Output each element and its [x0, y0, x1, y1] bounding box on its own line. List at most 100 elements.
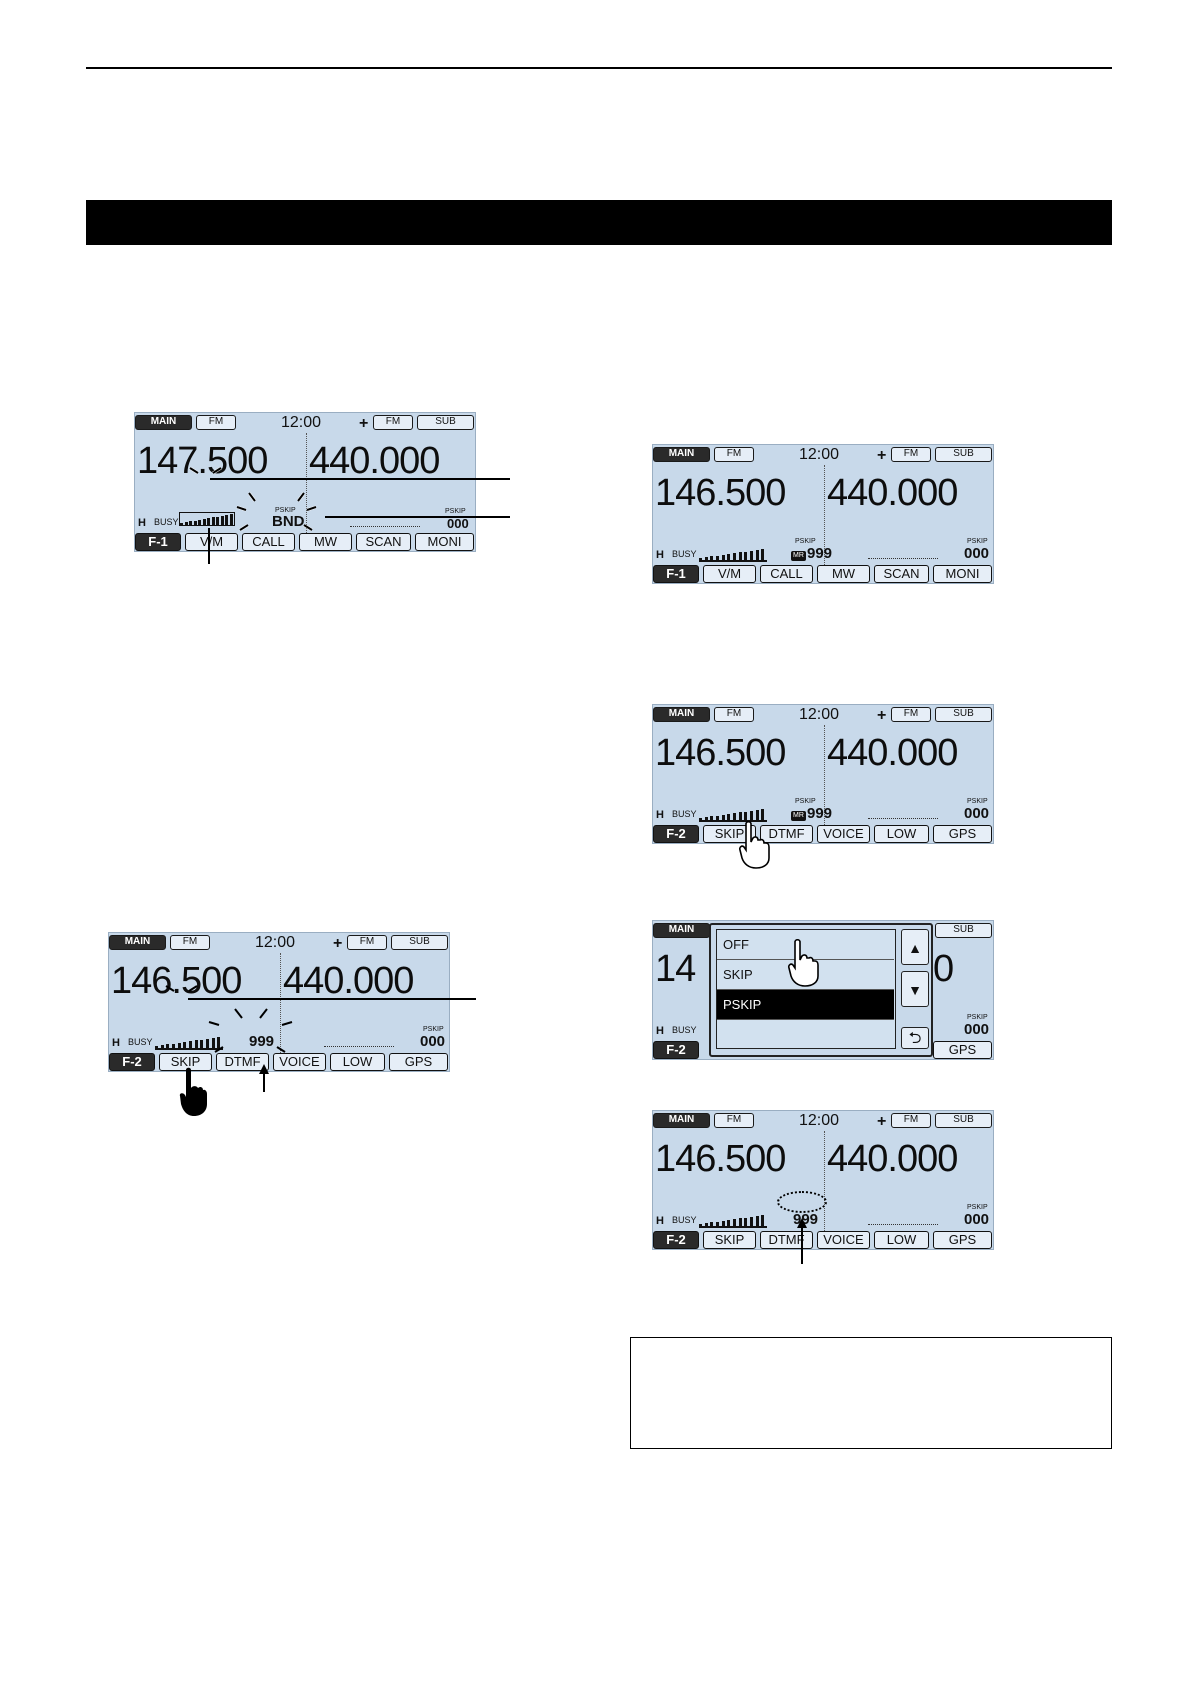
s-meter-segment — [212, 517, 215, 525]
pskip-label-mid: PSKIP — [795, 538, 816, 545]
vm-key[interactable]: V/M — [185, 533, 238, 551]
blink-mark — [306, 506, 317, 511]
menu-list: OFF SKIP PSKIP — [716, 929, 896, 1049]
s-meter-segment — [172, 1044, 175, 1048]
s-meter-segment — [217, 1037, 220, 1048]
bnd-indicator: BND — [272, 513, 305, 530]
sub-channel: 000 — [964, 805, 990, 822]
s-meter-segment — [733, 813, 736, 820]
s-meter-segment — [761, 549, 764, 560]
s-meter-segment — [161, 1045, 164, 1048]
moni-key[interactable]: MONI — [415, 533, 474, 551]
s-meter-segment — [185, 522, 188, 525]
function-f1-badge: F-1 — [653, 565, 699, 583]
gps-key[interactable]: GPS — [933, 1231, 992, 1249]
low-key[interactable]: LOW — [330, 1053, 385, 1071]
sub-badge: SUB — [391, 935, 448, 950]
scroll-down-button[interactable]: ▼ — [901, 971, 929, 1007]
lcd-screen-f2-skip-touch: MAIN FM 12:00 + FM SUB 146.500 440.000 H… — [652, 704, 994, 844]
mode-fm-main: FM — [714, 1113, 754, 1128]
blink-marks-svg — [189, 466, 317, 532]
busy-indicator: BUSY — [672, 1025, 697, 1035]
back-button[interactable]: ⮌ — [901, 1027, 929, 1049]
main-badge: MAIN — [653, 923, 710, 938]
main-frequency: 146.500 — [111, 960, 242, 1002]
mw-key[interactable]: MW — [299, 533, 352, 551]
blink-mark — [165, 985, 175, 992]
menu-item-skip[interactable]: SKIP — [717, 960, 894, 990]
blink-mark — [212, 467, 222, 474]
s-meter-segment — [739, 812, 742, 820]
sub-badge: SUB — [935, 923, 992, 938]
mode-fm-main: FM — [196, 415, 236, 430]
blink-mark — [234, 1008, 243, 1019]
gps-key[interactable]: GPS — [389, 1053, 448, 1071]
s-meter-segment — [194, 521, 197, 525]
band-divider — [824, 725, 825, 825]
skip-key[interactable]: SKIP — [703, 1231, 756, 1249]
callout-line-bnd — [325, 516, 510, 518]
s-meter-segment — [710, 816, 713, 820]
clock: 12:00 — [799, 706, 840, 723]
main-frequency: 147.500 — [137, 440, 268, 482]
s-meter — [699, 548, 767, 562]
function-f2-badge: F-2 — [109, 1053, 155, 1071]
low-key[interactable]: LOW — [874, 825, 929, 843]
low-key[interactable]: LOW — [874, 1231, 929, 1249]
s-meter-segment — [705, 817, 708, 820]
s-meter-segment — [705, 557, 708, 560]
skip-key[interactable]: SKIP — [703, 825, 756, 843]
vm-key[interactable]: V/M — [703, 565, 756, 583]
voice-key[interactable]: VOICE — [817, 1231, 870, 1249]
sub-channel: 000 — [964, 545, 990, 562]
mw-key[interactable]: MW — [817, 565, 870, 583]
power-high: H — [656, 549, 664, 561]
s-meter-segment — [727, 554, 730, 560]
gps-key[interactable]: GPS — [933, 825, 992, 843]
memory-channel: 999 — [249, 1033, 275, 1050]
mode-fm-sub: FM — [373, 415, 413, 430]
blink-mark — [297, 492, 305, 502]
dup-plus-icon: + — [359, 415, 369, 432]
blink-mark — [208, 1021, 220, 1026]
s-meter-segment — [744, 812, 747, 820]
gps-key[interactable]: GPS — [933, 1041, 992, 1059]
scroll-up-button[interactable]: ▲ — [901, 929, 929, 965]
sub-frequency: 440.000 — [827, 1138, 958, 1180]
scan-key[interactable]: SCAN — [356, 533, 411, 551]
s-meter-segment — [225, 515, 228, 525]
blink-mark — [189, 467, 199, 474]
s-meter-segment — [744, 552, 747, 560]
menu-item-pskip[interactable]: PSKIP — [717, 990, 894, 1020]
scan-key[interactable]: SCAN — [874, 565, 929, 583]
sub-frequency-fragment: 0 — [933, 948, 954, 990]
dtmf-key[interactable]: DTMF — [760, 1231, 813, 1249]
pskip-label-right: PSKIP — [967, 1204, 988, 1211]
s-meter-segment — [221, 516, 224, 525]
s-meter-segment — [207, 518, 210, 525]
power-high: H — [656, 809, 664, 821]
dup-plus-icon: + — [877, 1113, 887, 1130]
skip-key[interactable]: SKIP — [159, 1053, 212, 1071]
sub-frequency: 440.000 — [827, 472, 958, 514]
s-meter — [179, 512, 235, 526]
s-meter-segment — [155, 1046, 158, 1048]
dtmf-key[interactable]: DTMF — [760, 825, 813, 843]
s-meter-segment — [195, 1040, 198, 1048]
callout-line-smeter — [208, 528, 210, 564]
s-meter-segment — [733, 1219, 736, 1226]
s-meter — [155, 1036, 223, 1050]
voice-key[interactable]: VOICE — [273, 1053, 326, 1071]
note-box — [630, 1337, 1112, 1449]
dtmf-key[interactable]: DTMF — [216, 1053, 269, 1071]
mode-fm-main: FM — [714, 707, 754, 722]
s-meter-segment — [716, 816, 719, 820]
voice-key[interactable]: VOICE — [817, 825, 870, 843]
call-key[interactable]: CALL — [242, 533, 295, 551]
blink-marks-svg — [165, 985, 293, 1053]
s-meter-segment — [727, 1220, 730, 1226]
moni-key[interactable]: MONI — [933, 565, 992, 583]
main-badge: MAIN — [653, 447, 710, 462]
call-key[interactable]: CALL — [760, 565, 813, 583]
s-meter-segment — [716, 556, 719, 560]
